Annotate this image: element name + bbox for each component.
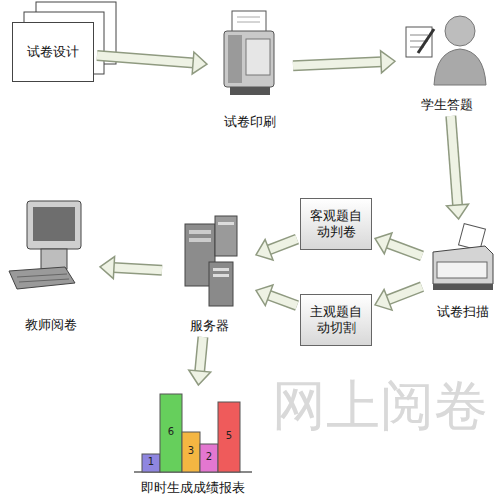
- bar-chart: [128, 388, 258, 476]
- computer-icon: [5, 195, 97, 295]
- student-icon: [398, 5, 495, 91]
- flow-arrow: [256, 285, 297, 306]
- node-label: 教师阅卷: [5, 317, 97, 333]
- document-stack: 试卷设计: [12, 22, 94, 82]
- scanner-icon: [425, 222, 500, 294]
- bar-value: 1: [141, 456, 161, 467]
- bar-value: 6: [161, 426, 181, 437]
- watermark: 网上阅卷: [272, 370, 488, 443]
- node-label: 客观题自动判卷: [306, 208, 366, 241]
- node-label: 试卷印刷: [210, 114, 290, 130]
- server-icon: [165, 212, 253, 310]
- printer-icon: 试卷印刷: [210, 5, 290, 130]
- scanner-icon: 试卷扫描: [425, 222, 500, 320]
- server-icon: 服务器: [165, 212, 253, 334]
- bar-value: 3: [181, 445, 201, 456]
- node-label: 主观题自动切割: [306, 304, 366, 337]
- flow-arrow: [293, 51, 395, 73]
- printer-icon: [210, 5, 290, 100]
- flow-arrow: [447, 116, 469, 219]
- flow-arrow: [375, 287, 422, 310]
- bar-value: 5: [219, 430, 239, 441]
- node-label: 即时生成成绩报表: [118, 480, 268, 496]
- flow-arrow: [97, 52, 207, 74]
- node-label: 服务器: [165, 318, 253, 334]
- node-label: 试卷扫描: [425, 304, 500, 320]
- flow-arrow: [189, 337, 211, 385]
- computer-icon: 教师阅卷: [5, 195, 97, 333]
- node-label: 试卷设计: [27, 44, 79, 60]
- flow-arrow: [375, 233, 422, 256]
- bar-chart: 即时生成成绩报表 1 6325: [118, 388, 268, 496]
- flow-arrow: [100, 257, 162, 279]
- student-icon: 学生答题: [398, 5, 495, 113]
- node-label: 学生答题: [398, 97, 495, 113]
- process-box: 客观题自动判卷: [300, 198, 372, 250]
- bar-value: 2: [199, 451, 219, 462]
- process-box: 主观题自动切割: [300, 294, 372, 346]
- flow-arrow: [256, 239, 297, 260]
